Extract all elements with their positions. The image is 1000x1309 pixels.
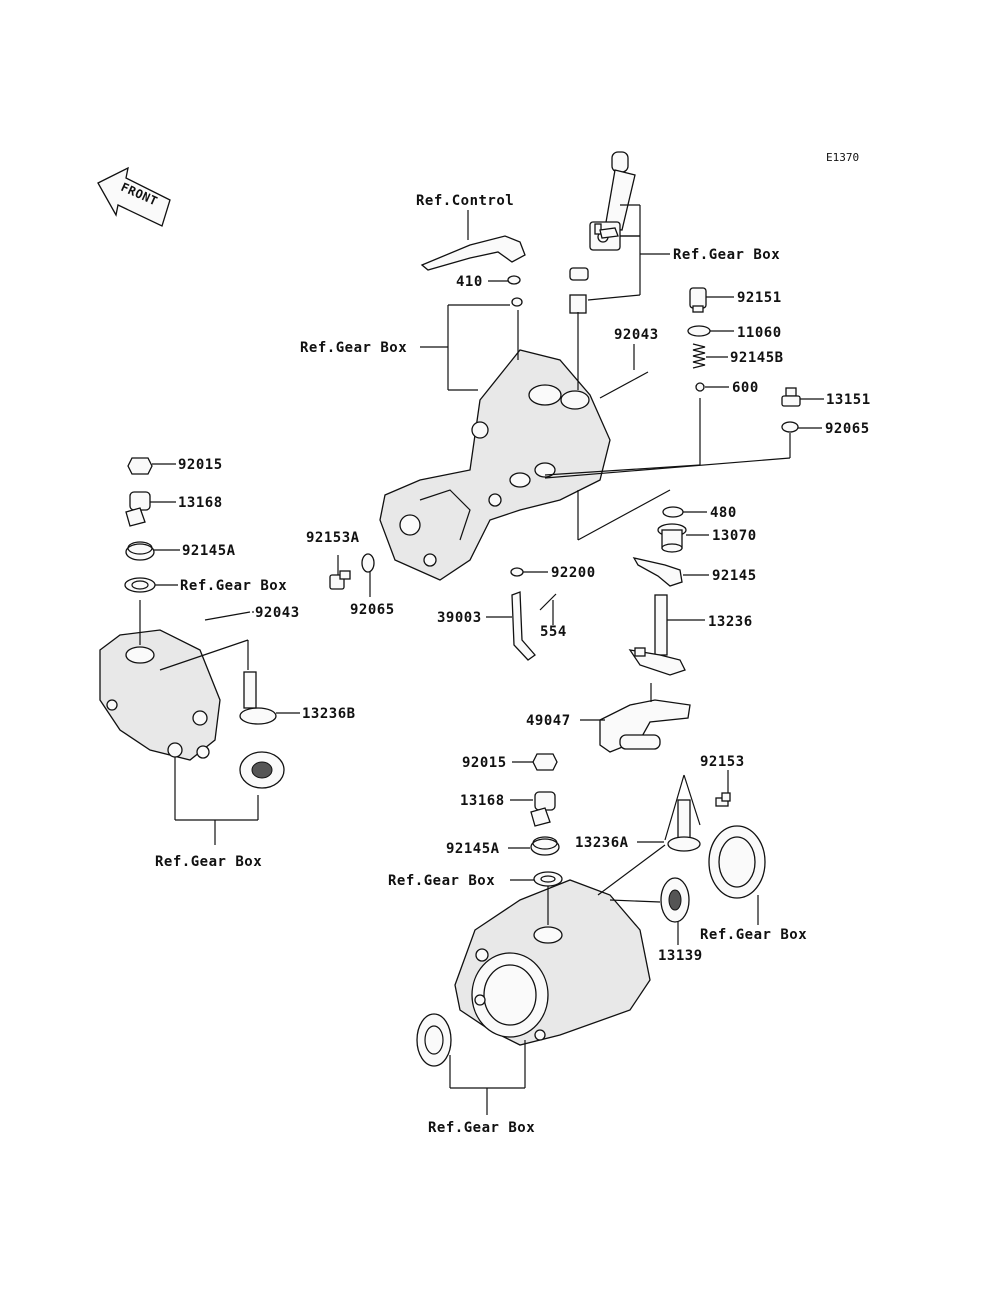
label-410[interactable]: 410: [456, 274, 483, 290]
label-92153[interactable]: 92153: [700, 754, 745, 770]
part-13236A-shaft: [667, 799, 701, 852]
part-13168-arm-lower: [530, 791, 556, 827]
part-13070-collar: [657, 523, 687, 553]
label-ref-gear-box-lower-seal[interactable]: Ref.Gear Box: [388, 873, 495, 889]
part-39003-lever: [511, 591, 536, 661]
part-92065-washer-left: [361, 553, 375, 573]
label-92043-left[interactable]: 92043: [255, 605, 300, 621]
label-11060[interactable]: 11060: [737, 325, 782, 341]
control-bracket-part: [420, 235, 526, 271]
part-oil-seal-lower: [533, 871, 563, 887]
label-92145A-left[interactable]: 92145A: [182, 543, 236, 559]
part-49047-shift-fork: [599, 699, 691, 753]
label-92145[interactable]: 92145: [712, 568, 757, 584]
part-92145B-spring: [692, 343, 706, 369]
part-92200: [510, 567, 524, 577]
label-92065-right[interactable]: 92065: [825, 421, 870, 437]
label-13168-left[interactable]: 13168: [178, 495, 223, 511]
label-13168-lower[interactable]: 13168: [460, 793, 505, 809]
part-13151-switch: [781, 387, 801, 407]
label-13236A[interactable]: 13236A: [575, 835, 629, 851]
label-600[interactable]: 600: [732, 380, 759, 396]
gear-box-housing-left: [99, 629, 221, 761]
label-ref-control[interactable]: Ref.Control: [416, 193, 514, 209]
part-13139-gear: [660, 877, 690, 923]
gear-box-housing-upper: [379, 349, 611, 581]
part-oil-seal-left: [124, 577, 156, 593]
front-arrow-icon: FRONT: [97, 166, 171, 227]
part-92065-washer-right: [781, 421, 799, 433]
label-92153A[interactable]: 92153A: [306, 530, 360, 546]
part-11060-washer: [687, 325, 711, 337]
part-92015-nut-left: [127, 457, 153, 475]
part-bearing-right: [708, 825, 766, 899]
part-600-ball: [695, 382, 705, 392]
label-13070[interactable]: 13070: [712, 528, 757, 544]
label-ref-gear-box-top[interactable]: Ref.Gear Box: [673, 247, 780, 263]
label-480[interactable]: 480: [710, 505, 737, 521]
label-13236[interactable]: 13236: [708, 614, 753, 630]
part-410-washer: [507, 275, 521, 285]
label-13236B[interactable]: 13236B: [302, 706, 356, 722]
label-ref-gear-box-left-bottom[interactable]: Ref.Gear Box: [155, 854, 262, 870]
part-92015-nut-lower: [532, 753, 558, 771]
part-92145A-spring-lower: [530, 836, 560, 856]
part-92153-bolt: [715, 792, 731, 807]
label-92015-lower[interactable]: 92015: [462, 755, 507, 771]
label-ref-gear-box-left-seal[interactable]: Ref.Gear Box: [180, 578, 287, 594]
label-13139[interactable]: 13139: [658, 948, 703, 964]
part-13236B-shaft: [239, 671, 277, 725]
label-92200[interactable]: 92200: [551, 565, 596, 581]
label-92065-left[interactable]: 92065: [350, 602, 395, 618]
label-92043-top[interactable]: 92043: [614, 327, 659, 343]
part-oil-seal-bottom: [416, 1013, 452, 1067]
shift-lever-part: [569, 151, 640, 314]
part-13168-arm-left: [125, 491, 151, 527]
gear-box-housing-lower: [454, 879, 651, 1046]
part-92153A-bolt: [329, 570, 351, 590]
diagram-code: E1370: [826, 151, 859, 164]
part-92151-plug: [689, 287, 707, 313]
label-ref-gear-box-bottom[interactable]: Ref.Gear Box: [428, 1120, 535, 1136]
part-480-circlip: [662, 506, 684, 518]
label-ref-gear-box-bearing[interactable]: Ref.Gear Box: [700, 927, 807, 943]
label-92015-left[interactable]: 92015: [178, 457, 223, 473]
label-13151[interactable]: 13151: [826, 392, 871, 408]
label-39003[interactable]: 39003: [437, 610, 482, 626]
part-92145-spring: [632, 557, 683, 587]
part-92145A-spring-left: [125, 541, 155, 561]
part-13236-shaft: [628, 594, 686, 676]
label-92145A-lower[interactable]: 92145A: [446, 841, 500, 857]
label-92151[interactable]: 92151: [737, 290, 782, 306]
gear-left-part: [239, 751, 285, 789]
label-ref-gear-box-left[interactable]: Ref.Gear Box: [300, 340, 407, 356]
label-554[interactable]: 554: [540, 624, 567, 640]
label-92145B[interactable]: 92145B: [730, 350, 784, 366]
label-49047[interactable]: 49047: [526, 713, 571, 729]
